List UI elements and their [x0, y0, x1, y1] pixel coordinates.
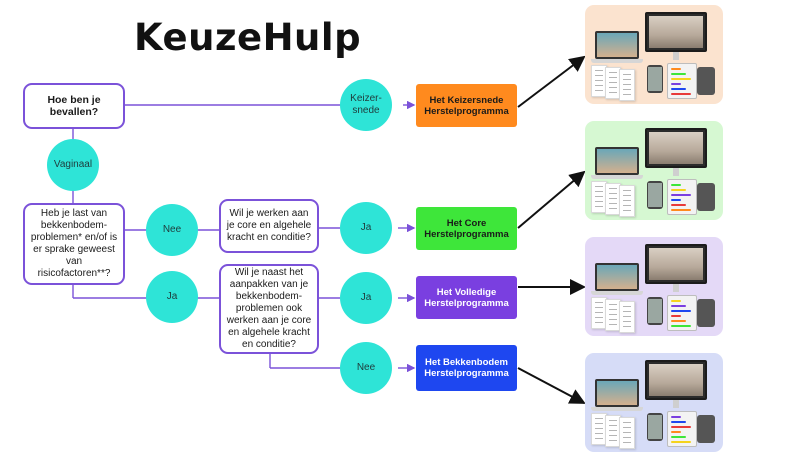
- program-caesarean[interactable]: Het Keizersnede Herstelprogramma: [416, 84, 517, 127]
- laptop-base: [591, 407, 643, 411]
- laptop-base: [591, 175, 643, 179]
- document-mockup: [619, 185, 635, 217]
- phone-mockup-2: [697, 299, 715, 327]
- phone-screen: [648, 415, 662, 439]
- phone-mockup: [647, 65, 663, 93]
- preview-panel-complete: [585, 237, 723, 336]
- page-title: KeuzeHulp: [134, 16, 362, 59]
- answer-yes-3: Ja: [340, 272, 392, 324]
- preview-panel-core: [585, 121, 723, 220]
- monitor-video-still: [649, 16, 703, 48]
- document-mockup: [619, 69, 635, 101]
- document-mockup: [591, 413, 607, 445]
- planner-tablet-mockup: [667, 179, 697, 215]
- laptop-mockup: [595, 147, 639, 175]
- phone-screen: [648, 299, 662, 323]
- answer-yes-2: Ja: [146, 271, 198, 323]
- answer-yes-1: Ja: [340, 202, 392, 254]
- laptop-base: [591, 59, 643, 63]
- answer-no-1: Nee: [146, 204, 198, 256]
- planner-tablet-mockup: [667, 295, 697, 331]
- answer-vaginal: Vaginaal: [47, 139, 99, 191]
- monitor-video-still: [649, 248, 703, 280]
- document-mockup: [619, 417, 635, 449]
- monitor-mockup: [645, 12, 707, 52]
- laptop-video-still: [597, 33, 637, 57]
- phone-mockup-2: [697, 183, 715, 211]
- question-birth: Hoe ben je bevallen?: [23, 83, 125, 129]
- laptop-mockup: [595, 263, 639, 291]
- monitor-stand: [673, 52, 679, 60]
- monitor-mockup: [645, 244, 707, 284]
- phone-screen: [648, 183, 662, 207]
- laptop-base: [591, 291, 643, 295]
- phone-mockup-2: [697, 67, 715, 95]
- laptop-mockup: [595, 379, 639, 407]
- monitor-mockup: [645, 128, 707, 168]
- preview-panel-caesarean: [585, 5, 723, 104]
- question-core: Wil je werken aan je core en algehele kr…: [219, 199, 319, 253]
- phone-mockup-2: [697, 415, 715, 443]
- laptop-video-still: [597, 149, 637, 173]
- document-mockup: [619, 301, 635, 333]
- answer-no-2: Nee: [340, 342, 392, 394]
- question-both: Wil je naast het aanpakken van je bekken…: [219, 264, 319, 354]
- laptop-video-still: [597, 265, 637, 289]
- monitor-mockup: [645, 360, 707, 400]
- monitor-video-still: [649, 364, 703, 396]
- monitor-stand: [673, 284, 679, 292]
- program-pelvic[interactable]: Het Bekkenbodem Herstelprogramma: [416, 345, 517, 391]
- program-core[interactable]: Het Core Herstelprogramma: [416, 207, 517, 250]
- monitor-stand: [673, 400, 679, 408]
- question-pelvic-floor: Heb je last van bekkenbodem-problemen* e…: [23, 203, 125, 285]
- preview-panel-pelvic: [585, 353, 723, 452]
- laptop-video-still: [597, 381, 637, 405]
- planner-tablet-mockup: [667, 411, 697, 447]
- phone-mockup: [647, 181, 663, 209]
- planner-tablet-mockup: [667, 63, 697, 99]
- document-mockup: [605, 299, 621, 331]
- phone-screen: [648, 67, 662, 91]
- monitor-video-still: [649, 132, 703, 164]
- monitor-stand: [673, 168, 679, 176]
- laptop-mockup: [595, 31, 639, 59]
- document-mockup: [591, 65, 607, 97]
- program-complete[interactable]: Het Volledige Herstelprogramma: [416, 276, 517, 319]
- phone-mockup: [647, 297, 663, 325]
- answer-caesarean: Keizer-snede: [340, 79, 392, 131]
- phone-mockup: [647, 413, 663, 441]
